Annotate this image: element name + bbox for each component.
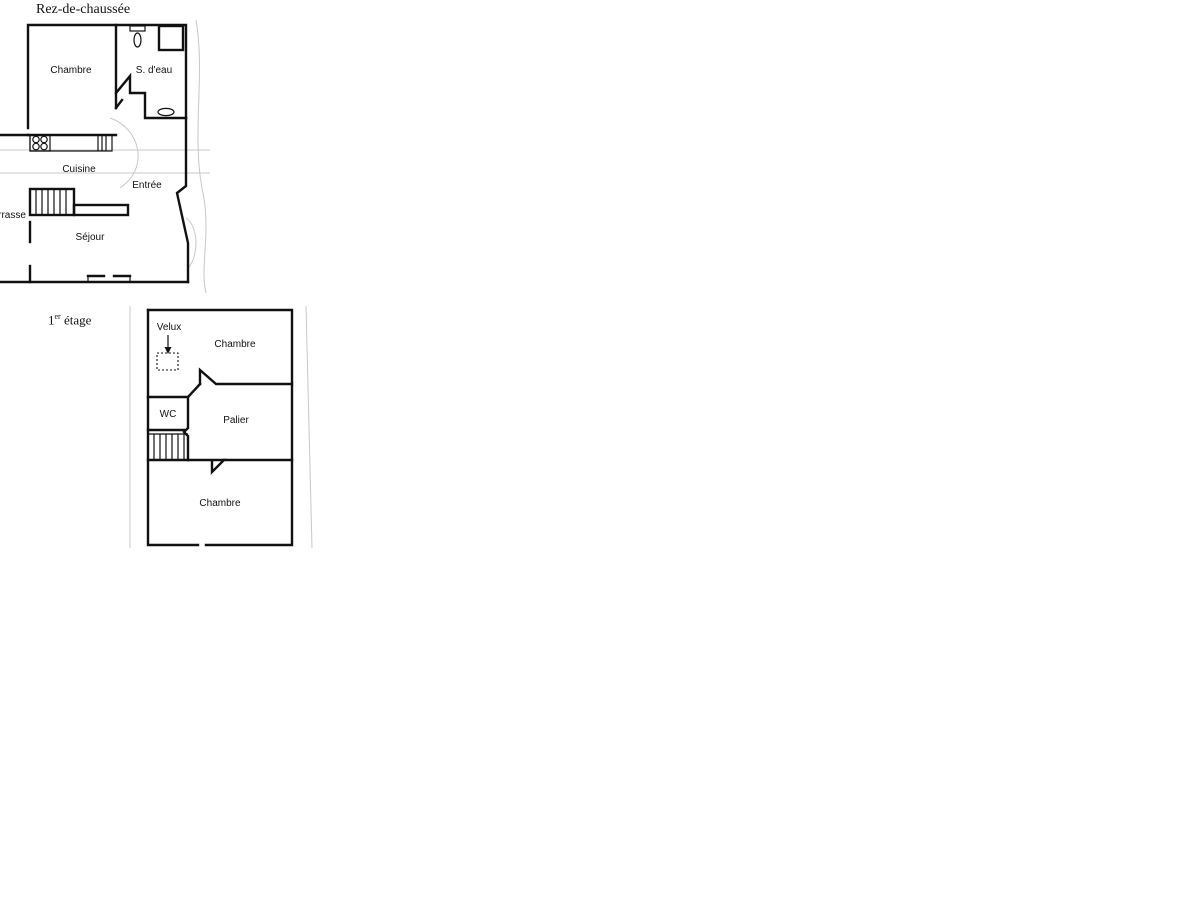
scan-traces xyxy=(129,305,313,549)
room-label-entree: Entrée xyxy=(132,180,162,191)
room-label-sejour: Séjour xyxy=(76,232,106,243)
first-floor-staircase xyxy=(148,433,188,460)
ground-floor-plan: Chambre S. d'eau Cuisine Entrée rrasse S… xyxy=(0,19,210,294)
sink xyxy=(157,107,175,117)
room-label-velux: Velux xyxy=(157,322,181,333)
ground-floor-walls xyxy=(0,23,190,284)
room-label-cuisine: Cuisine xyxy=(62,164,96,175)
room-label-chambre-top: Chambre xyxy=(214,339,256,350)
scan-traces xyxy=(0,19,210,294)
ground-floor-title: Rez-de-chaussée xyxy=(36,2,131,17)
room-label-palier: Palier xyxy=(223,415,249,426)
staircase xyxy=(28,187,130,217)
first-floor-plan: Velux Chambre WC Palier Chambre xyxy=(129,305,313,549)
first-floor-title: 1er étage xyxy=(48,312,91,328)
room-label-wc: WC xyxy=(160,409,177,420)
kitchen-counter xyxy=(29,134,113,152)
first-floor-title-suffix: er xyxy=(54,312,61,321)
velux-arrow-head xyxy=(164,347,172,354)
room-label-chambre-bottom: Chambre xyxy=(199,498,241,509)
bathroom-fixtures xyxy=(129,24,185,117)
toilet-tank xyxy=(129,25,146,32)
velux-skylight xyxy=(156,335,179,371)
toilet-bowl xyxy=(133,32,142,48)
first-floor-title-word: étage xyxy=(63,312,92,328)
shower xyxy=(157,24,185,52)
room-label-salle-deau: S. d'eau xyxy=(136,65,172,76)
room-label-chambre: Chambre xyxy=(50,65,92,76)
bottom-windows xyxy=(86,274,132,282)
first-floor-title-number: 1 xyxy=(48,312,55,328)
room-label-terrasse: rrasse xyxy=(0,210,26,221)
first-floor-walls xyxy=(146,308,294,547)
